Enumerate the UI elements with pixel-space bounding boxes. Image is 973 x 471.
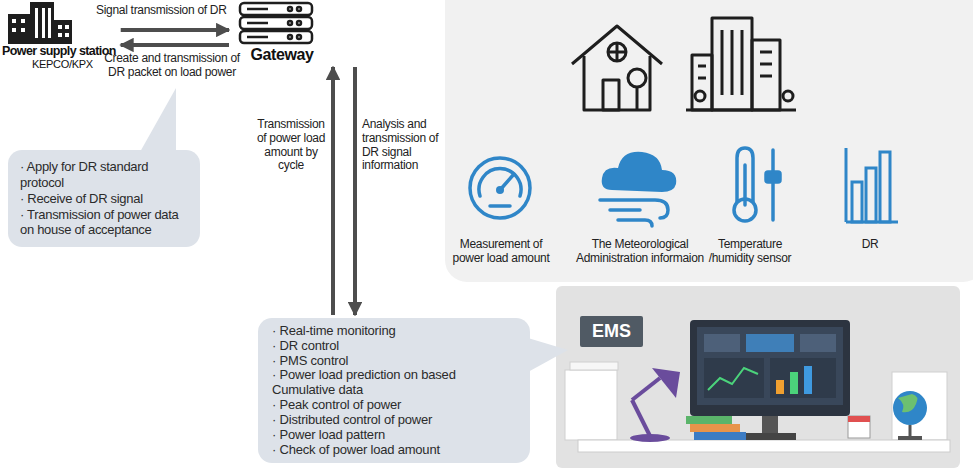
node-text: · Peak control of power: [272, 398, 516, 413]
node-text: · Real-time monitoring: [272, 324, 516, 339]
panel: [445, 0, 973, 282]
connector-arrow: [121, 28, 229, 32]
gauge-icon: [470, 158, 530, 218]
node-text: EMS: [592, 321, 631, 342]
connector-arrow: [353, 67, 357, 315]
node-text: Gateway: [232, 46, 332, 64]
edge-label: Analysis and transmission of DR signal i…: [362, 118, 440, 173]
node-text: · Apply for DR standard protocol: [20, 159, 188, 191]
edge-label: Signal transmission of DR: [96, 4, 236, 18]
node-text: · Transmission of power data on house of…: [20, 207, 188, 239]
callout-bubble: · Real-time monitoring· DR control· PMS …: [258, 318, 530, 463]
ems-tag: EMS: [580, 316, 643, 347]
node-text: KEPCO/KPX: [2, 58, 116, 70]
connector-arrow: [331, 67, 335, 315]
callout-tail: [140, 88, 176, 152]
node-text: · Power load prediction on based Cumulat…: [272, 368, 516, 398]
node-text: · Receive of DR signal: [20, 191, 188, 207]
thermometer-icon: [734, 148, 780, 221]
weather-icon: [600, 152, 676, 226]
icon-label: The Meteorological Administration inform…: [570, 238, 710, 266]
connector-arrow: [121, 43, 229, 47]
node-text: · Distributed control of power: [272, 413, 516, 428]
panel: [556, 286, 960, 468]
icon-label: Measurement of power load amount: [446, 238, 556, 266]
callout-bubble: · Apply for DR standard protocol· Receiv…: [8, 150, 200, 247]
icon-label: DR: [845, 238, 895, 252]
desk-illustration: [565, 320, 950, 452]
edge-label: Create and transmission of DR packet on …: [104, 52, 240, 80]
node-text: · PMS control: [272, 354, 516, 369]
house-icon: [572, 26, 662, 110]
node-text: · Power load pattern: [272, 428, 516, 443]
building-icon: [8, 2, 72, 44]
city-icon: [686, 18, 796, 110]
edge-label: Transmission of power load amount by cyc…: [254, 118, 328, 173]
server-icon: [240, 3, 312, 43]
node-text: · DR control: [272, 339, 516, 354]
node-text: Power supply station: [2, 44, 116, 58]
gateway-node: Gateway: [232, 0, 332, 64]
bar-chart-icon: [846, 148, 898, 222]
callout-tail: [528, 338, 568, 372]
node-text: · Check of power load amount: [272, 443, 516, 458]
icon-label: Temperature /humidity sensor: [708, 238, 792, 266]
